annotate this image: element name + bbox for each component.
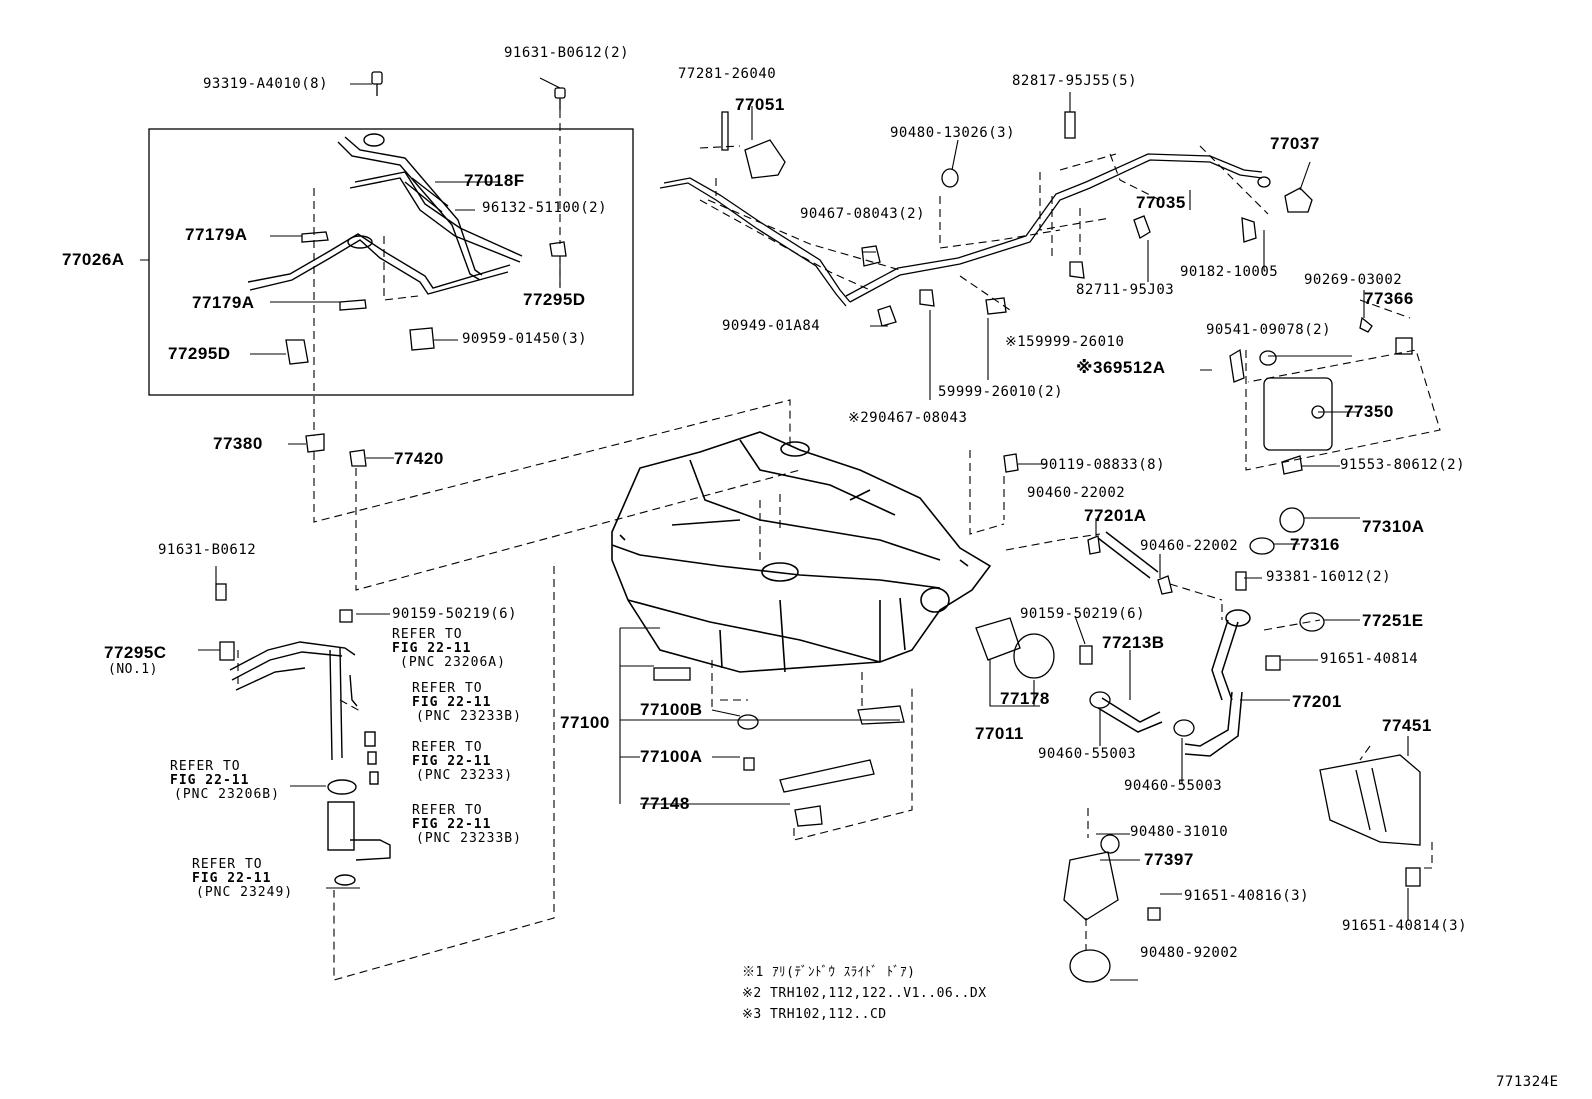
- label-96132-51100: 96132-51100(2): [482, 200, 608, 216]
- refer-pnc: (PNC 23249): [196, 885, 294, 900]
- label-77380: 77380: [213, 434, 263, 453]
- refer-pnc: (PNC 23206B): [174, 787, 280, 802]
- label-77018f: 77018F: [464, 171, 525, 190]
- leader-lines: [140, 77, 1409, 981]
- part-icons: [215, 71, 1421, 983]
- refer-fig: FIG 22-11: [192, 871, 272, 886]
- label-90949-01a84: 90949-01A84: [722, 318, 821, 334]
- refer-fig: FIG 22-11: [412, 695, 492, 710]
- label-69512a: ※369512A: [1076, 358, 1166, 377]
- label-90159-50219-left: 90159-50219(6): [392, 606, 518, 622]
- label-77179a-top: 77179A: [185, 225, 248, 244]
- filler-pipe: [1097, 531, 1251, 757]
- refer-block-23206b: REFER TO FIG 22-11 (PNC 23206B): [170, 760, 280, 802]
- dashed-guides: [237, 110, 1441, 981]
- label-90460-55003-right: 90460-55003: [1124, 778, 1223, 794]
- vent-tubes: [247, 133, 523, 295]
- label-91651-40814: 91651-40814: [1320, 651, 1419, 667]
- label-77451: 77451: [1382, 716, 1432, 735]
- label-77100b: 77100B: [640, 700, 703, 719]
- refer-line: REFER TO: [192, 857, 263, 872]
- label-77295d-left: 77295D: [168, 344, 231, 363]
- refer-fig: FIG 22-11: [412, 754, 492, 769]
- refer-pnc: (PNC 23233B): [416, 831, 522, 846]
- refer-fig: FIG 22-11: [170, 773, 250, 788]
- label-77295c: 77295C: [104, 643, 167, 662]
- label-90119-08833: 90119-08833(8): [1040, 457, 1166, 473]
- label-90269-03002: 90269-03002: [1304, 272, 1403, 288]
- label-77397: 77397: [1144, 850, 1194, 869]
- footnote-2: ※2 TRH102,112,122..V1..06..DX: [742, 986, 987, 1001]
- label-77026a: 77026A: [62, 250, 125, 269]
- label-77251e: 77251E: [1362, 611, 1424, 630]
- refer-pnc: (PNC 23233): [416, 768, 514, 783]
- label-93381-16012: 93381-16012(2): [1266, 569, 1392, 585]
- label-90460-22002-mid: 90460-22002: [1140, 538, 1239, 554]
- label-77316: 77316: [1290, 535, 1340, 554]
- refer-block-23249: REFER TO FIG 22-11 (PNC 23249): [192, 858, 293, 900]
- label-90182-10005: 90182-10005: [1180, 264, 1279, 280]
- label-77011: 77011: [975, 724, 1024, 743]
- label-90467-08043-2: 90467-08043(2): [800, 206, 926, 222]
- label-93319-a4010: 93319-A4010(8): [203, 76, 329, 92]
- label-90460-55003-left: 90460-55003: [1038, 746, 1137, 762]
- label-82817-95j55: 82817-95J55(5): [1012, 73, 1138, 89]
- label-91631-b0612-2: 91631-B0612(2): [504, 45, 630, 61]
- label-77148: 77148: [640, 794, 690, 813]
- refer-block-23233b-a: REFER TO FIG 22-11 (PNC 23233B): [412, 682, 522, 724]
- refer-block-23233: REFER TO FIG 22-11 (PNC 23233): [412, 741, 513, 783]
- label-77201a: 77201A: [1084, 506, 1147, 525]
- fuel-tank: [611, 431, 992, 673]
- label-77350: 77350: [1344, 402, 1394, 421]
- label-90959-01450: 90959-01450(3): [462, 331, 588, 347]
- label-91651-40814-3: 91651-40814(3): [1342, 918, 1468, 934]
- label-59999-26010-1: ※159999-26010: [1005, 334, 1125, 350]
- refer-line: REFER TO: [412, 681, 483, 696]
- label-90159-50219-right: 90159-50219(6): [1020, 606, 1146, 622]
- label-77201: 77201: [1292, 692, 1342, 711]
- label-77295d-right: 77295D: [523, 290, 586, 309]
- label-91631-b0612: 91631-B0612: [158, 542, 257, 558]
- label-90460-22002-top: 90460-22002: [1027, 485, 1126, 501]
- label-77295c-no1: (NO.1): [108, 662, 158, 677]
- label-59999-26010-2: 59999-26010(2): [938, 384, 1064, 400]
- label-77035: 77035: [1136, 193, 1186, 212]
- label-91553-80612: 91553-80612(2): [1340, 457, 1466, 473]
- refer-line: REFER TO: [170, 759, 241, 774]
- label-77366: 77366: [1364, 289, 1414, 308]
- label-90480-13026: 90480-13026(3): [890, 125, 1016, 141]
- refer-block-23206a: REFER TO FIG 22-11 (PNC 23206A): [392, 628, 506, 670]
- label-77178: 77178: [1000, 689, 1050, 708]
- footnotes: ※1 ｱﾘ(ﾃﾞﾝﾄﾞｳ ｽﾗｲﾄﾞ ﾄﾞｱ) ※2 TRH102,112,12…: [742, 962, 987, 1025]
- label-77100a: 77100A: [640, 747, 703, 766]
- footnote-1: ※1 ｱﾘ(ﾃﾞﾝﾄﾞｳ ｽﾗｲﾄﾞ ﾄﾞｱ): [742, 965, 916, 980]
- refer-line: REFER TO: [412, 803, 483, 818]
- label-77310a: 77310A: [1362, 517, 1425, 536]
- refer-line: REFER TO: [412, 740, 483, 755]
- label-91651-40816: 91651-40816(3): [1184, 888, 1310, 904]
- pump-assembly: [229, 641, 391, 886]
- label-90480-31010: 90480-31010: [1130, 824, 1229, 840]
- refer-pnc: (PNC 23233B): [416, 709, 522, 724]
- label-77100: 77100: [560, 713, 610, 732]
- refer-line: REFER TO: [392, 627, 463, 642]
- diagram-code: 771324E: [1496, 1074, 1559, 1090]
- refer-fig: FIG 22-11: [412, 817, 492, 832]
- refer-block-23233b-b: REFER TO FIG 22-11 (PNC 23233B): [412, 804, 522, 846]
- label-77037: 77037: [1270, 134, 1320, 153]
- label-77051: 77051: [735, 95, 785, 114]
- label-77213b: 77213B: [1102, 633, 1165, 652]
- label-90467-08043: ※290467-08043: [848, 410, 968, 426]
- label-77420: 77420: [394, 449, 444, 468]
- label-82711-95j03: 82711-95J03: [1076, 282, 1175, 298]
- label-90480-92002: 90480-92002: [1140, 945, 1239, 961]
- label-77281-26040: 77281-26040: [678, 66, 777, 82]
- subassembly-frame-77026a: [148, 128, 634, 396]
- label-90541-09078: 90541-09078(2): [1206, 322, 1332, 338]
- footnote-3: ※3 TRH102,112..CD: [742, 1007, 887, 1022]
- refer-fig: FIG 22-11: [392, 641, 472, 656]
- refer-pnc: (PNC 23206A): [400, 655, 506, 670]
- label-77179a-bottom: 77179A: [192, 293, 255, 312]
